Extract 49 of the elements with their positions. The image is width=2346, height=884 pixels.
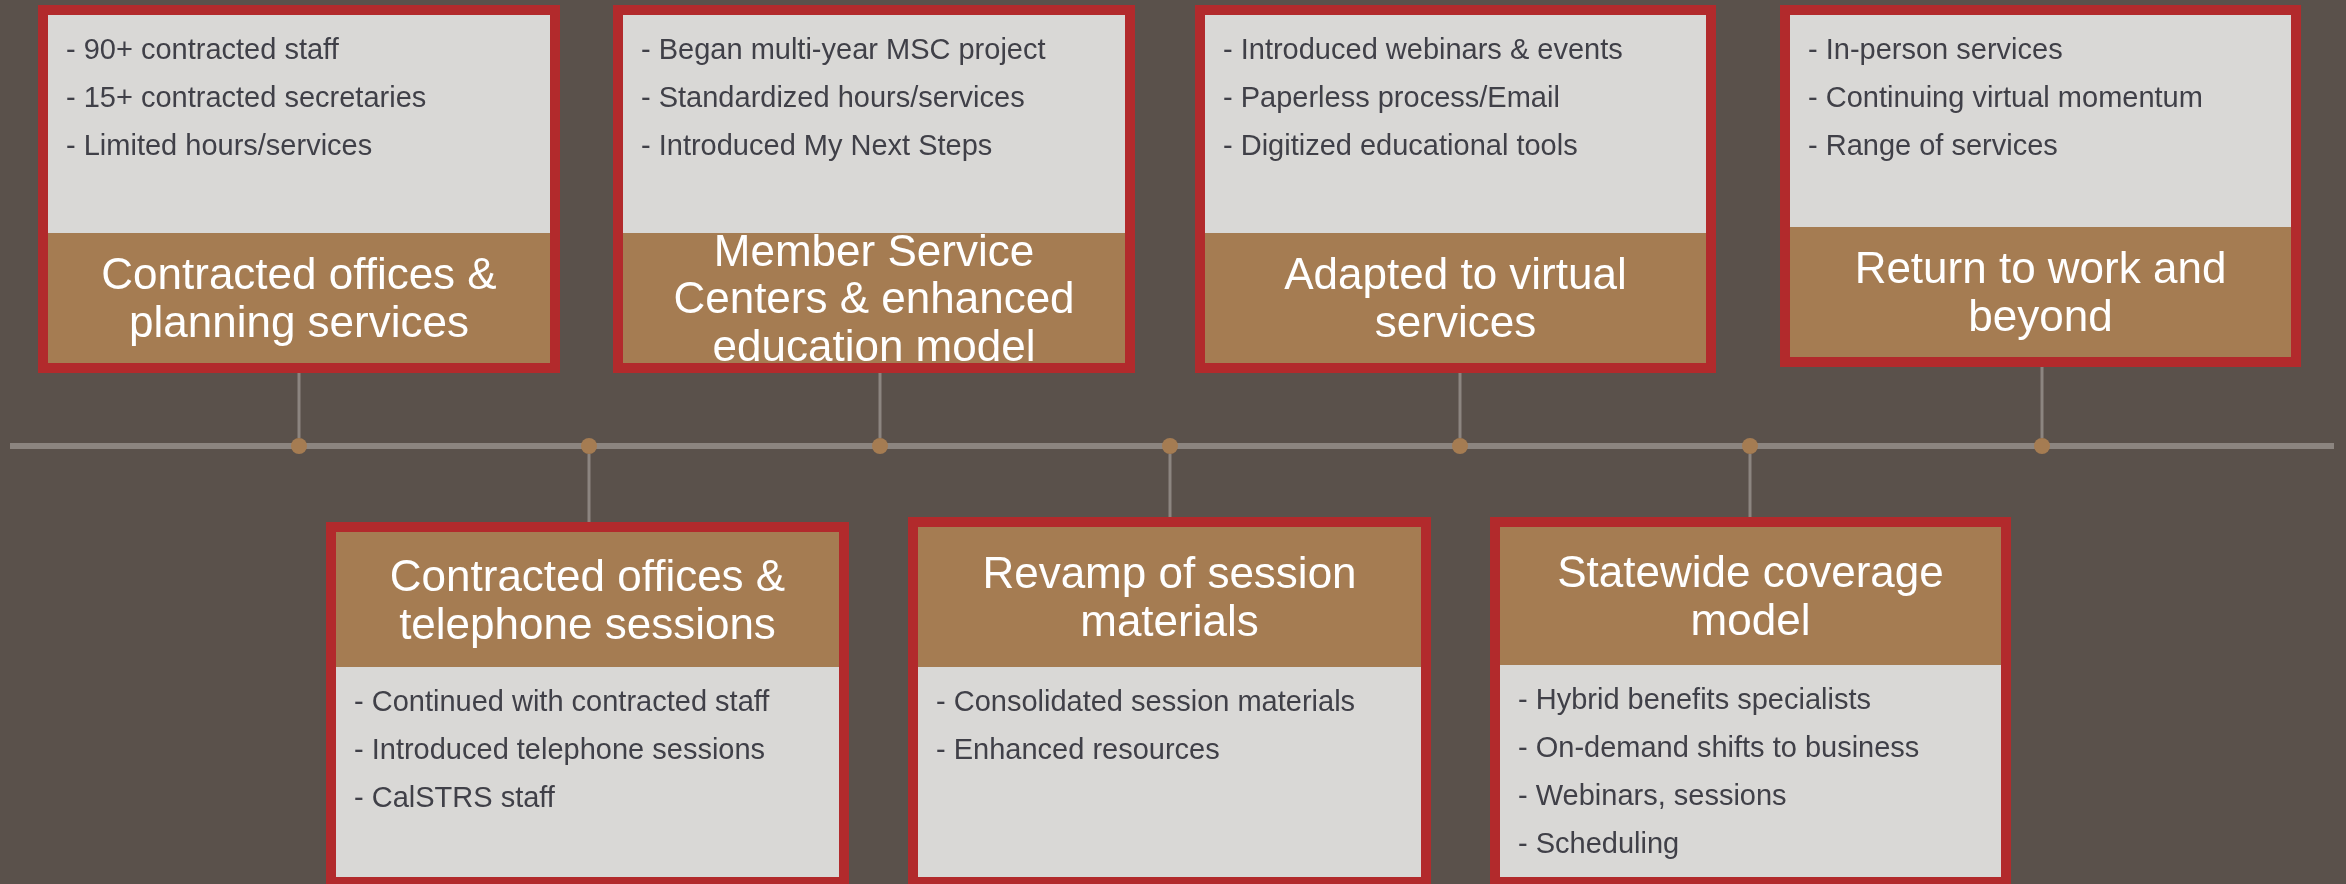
timeline-dot xyxy=(1452,438,1468,454)
bullet-text: - On-demand shifts to business xyxy=(1518,730,1921,765)
timeline-card xyxy=(1780,5,2301,367)
connector-line xyxy=(1458,373,1462,438)
card-heading: Member Service Centers & enhanced education model xyxy=(623,233,1125,363)
bullet-text: - Consolidated session materials xyxy=(936,684,1357,719)
card-heading: Contracted offices & planning services xyxy=(48,233,550,363)
timeline-card xyxy=(1195,5,1716,373)
bullet-text: - Limited hours/services xyxy=(66,128,374,163)
connector-line xyxy=(1748,454,1752,517)
bullet-text: - Continuing virtual momentum xyxy=(1808,80,2204,115)
bullet-text: - Paperless process/Email xyxy=(1223,80,1561,115)
timeline-card xyxy=(613,5,1135,373)
bullet-text: - Began multi-year MSC project xyxy=(641,32,1047,67)
connector-line xyxy=(587,454,591,522)
timeline-card xyxy=(326,522,849,884)
bullet-text: - In-person services xyxy=(1808,32,2064,67)
bullet-text: - Introduced webinars & events xyxy=(1223,32,1624,67)
card-heading: Return to work and beyond xyxy=(1790,227,2291,357)
bullet-text: - Enhanced resources xyxy=(936,732,1221,767)
connector-line xyxy=(297,373,301,438)
bullet-text: - Introduced telephone sessions xyxy=(354,732,767,767)
timeline-dot xyxy=(1162,438,1178,454)
card-heading: Revamp of session materials xyxy=(918,527,1421,667)
timeline-dot xyxy=(581,438,597,454)
bullet-text: - Webinars, sessions xyxy=(1518,778,1788,813)
timeline-dot xyxy=(872,438,888,454)
timeline-dot xyxy=(2034,438,2050,454)
connector-line xyxy=(2040,367,2044,438)
bullet-text: - 90+ contracted staff xyxy=(66,32,340,67)
connector-line xyxy=(878,373,882,438)
timeline-dot xyxy=(291,438,307,454)
connector-line xyxy=(1168,454,1172,517)
bullet-text: - 15+ contracted secretaries xyxy=(66,80,428,115)
bullet-text: - Hybrid benefits specialists xyxy=(1518,682,1872,717)
bullet-text: - CalSTRS staff xyxy=(354,780,556,815)
bullet-text: - Scheduling xyxy=(1518,826,1681,861)
bullet-text: - Standardized hours/services xyxy=(641,80,1026,115)
bullet-text: - Digitized educational tools xyxy=(1223,128,1579,163)
bullet-text: - Introduced My Next Steps xyxy=(641,128,994,163)
bullet-text: - Continued with contracted staff xyxy=(354,684,771,719)
bullet-text: - Range of services xyxy=(1808,128,2059,163)
timeline-card xyxy=(908,517,1431,884)
timeline-card xyxy=(1490,517,2011,884)
card-heading: Contracted offices & telephone sessions xyxy=(336,532,839,667)
card-heading: Statewide coverage model xyxy=(1500,527,2001,665)
timeline-dot xyxy=(1742,438,1758,454)
timeline-card xyxy=(38,5,560,373)
card-heading: Adapted to virtual services xyxy=(1205,233,1706,363)
